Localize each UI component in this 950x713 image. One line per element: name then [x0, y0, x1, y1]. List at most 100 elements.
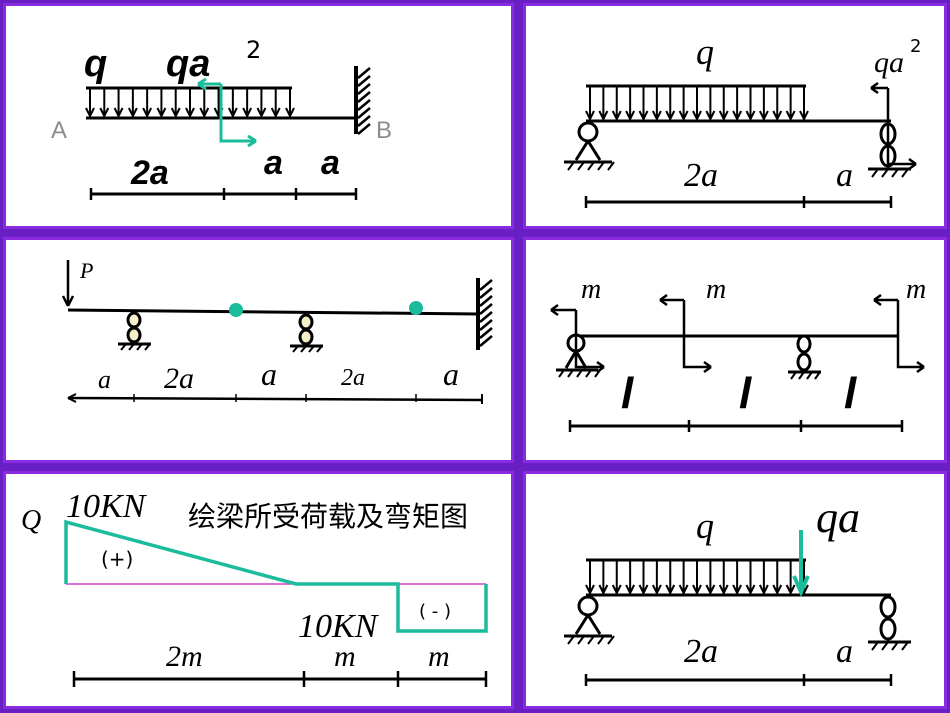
load-arrow — [785, 86, 796, 122]
load-arrow — [598, 560, 609, 596]
load-arrow — [692, 86, 702, 122]
load-arrow — [270, 88, 281, 119]
hatch-line — [357, 99, 371, 111]
load-arrow — [678, 86, 689, 122]
hatch-line — [357, 67, 371, 79]
label-qa2: qa — [166, 43, 210, 85]
load-arrow — [772, 560, 783, 596]
load-arrow — [745, 560, 756, 596]
load-arrow — [611, 560, 622, 596]
roller-support-2-icon — [290, 313, 323, 353]
beam-diagram-4: m m m l l l — [550, 274, 926, 432]
load-arrow — [651, 86, 662, 122]
couple-arrow-icon — [870, 81, 917, 171]
dim-label-2a: 2a — [130, 154, 169, 192]
load-arrow — [85, 88, 95, 119]
hatch-line — [479, 287, 493, 299]
label-qa2-exponent: 2 — [246, 36, 261, 64]
load-arrow — [785, 560, 796, 596]
dim-label-a: a — [836, 633, 853, 670]
couple-1-arrow-icon — [550, 303, 605, 374]
dim-label-2m: 2m — [166, 640, 203, 673]
label-p: P — [79, 258, 93, 283]
load-arrow — [772, 86, 783, 122]
label-m-3: m — [906, 274, 926, 305]
wall-hatch — [357, 67, 371, 135]
pin-support-icon — [564, 121, 615, 171]
dim-label-m-1: m — [334, 640, 356, 673]
load-arrow — [99, 88, 110, 119]
distributed-load-arrows — [585, 560, 809, 596]
label-q: q — [696, 32, 714, 72]
load-arrow — [611, 86, 622, 122]
label-q: q — [84, 43, 107, 85]
point-load-arrow-icon — [61, 260, 75, 307]
label-qa2-exponent: 2 — [910, 36, 921, 57]
load-arrow — [625, 560, 636, 596]
load-arrow — [585, 86, 595, 122]
shear-curve — [64, 519, 488, 633]
diagram-panel-6: q qa 2a a — [523, 471, 947, 709]
couple-2-arrow-icon — [659, 293, 712, 374]
hatch-line — [479, 295, 493, 307]
roller-support-1-icon — [118, 311, 151, 351]
beam-diagram-1: q qa 2 A B 2a a a — [51, 36, 392, 200]
load-arrow — [156, 88, 167, 119]
beam-diagram-6: q qa 2a a — [564, 493, 911, 686]
point-b-label: B — [376, 117, 392, 144]
wall-hatch — [479, 279, 493, 347]
load-arrow — [758, 560, 769, 596]
diagram-panel-5: Q 10KN 绘梁所受荷载及弯矩图 (+) 10KN ( - ) 2m m m — [3, 471, 514, 709]
sign-plus: (+) — [101, 547, 133, 571]
load-arrow — [585, 560, 595, 596]
load-arrow — [142, 88, 153, 119]
dim-label-2a-1: 2a — [164, 362, 194, 395]
dim-label-a: a — [836, 157, 853, 194]
diagram-panel-4: m m m l l l — [523, 237, 947, 463]
hatch-line — [479, 303, 493, 315]
load-arrow — [665, 560, 676, 596]
value-top-10kn: 10KN — [66, 488, 148, 525]
dim-label-l-1: l — [621, 369, 634, 418]
dim-label-a-3: a — [443, 356, 459, 392]
sign-minus: ( - ) — [419, 601, 451, 622]
load-arrow — [705, 86, 716, 122]
axis-label-q: Q — [21, 505, 41, 536]
hinge-2-icon — [409, 301, 423, 315]
load-arrow — [745, 86, 756, 122]
label-qa: qa — [816, 493, 860, 542]
label-m-1: m — [581, 274, 601, 305]
hatch-line — [479, 319, 493, 331]
dim-label-l-3: l — [844, 369, 857, 418]
label-m-2: m — [706, 274, 726, 305]
pin-support-icon — [564, 595, 615, 645]
load-arrow — [732, 560, 743, 596]
beam-diagram-2: q qa 2 2a a — [564, 32, 921, 208]
load-arrow — [758, 86, 769, 122]
load-arrow — [199, 88, 210, 119]
dim-label-a-1: a — [264, 144, 283, 182]
distributed-load-arrows — [85, 88, 295, 119]
hatch-line — [357, 75, 371, 87]
pin-support-icon — [556, 333, 601, 378]
hatch-line — [357, 83, 371, 95]
load-arrow — [718, 86, 729, 122]
load-arrow — [638, 86, 649, 122]
value-bottom-10kn: 10KN — [298, 608, 380, 645]
diagram-panel-2: q qa 2 2a a — [523, 3, 947, 229]
roller-support-icon — [868, 122, 911, 178]
shear-diagram: Q 10KN 绘梁所受荷载及弯矩图 (+) 10KN ( - ) 2m m m — [21, 488, 488, 687]
load-arrow — [705, 560, 716, 596]
dimension-line — [67, 396, 483, 402]
load-arrow — [242, 88, 253, 119]
load-arrow — [256, 88, 267, 119]
hatch-line — [357, 115, 371, 127]
hatch-line — [357, 91, 371, 103]
load-arrow — [285, 88, 295, 119]
hatch-line — [357, 123, 371, 135]
dim-label-2a-2: 2a — [341, 365, 365, 391]
hatch-line — [479, 311, 493, 323]
dim-label-l-2: l — [739, 369, 752, 418]
roller-support-icon — [868, 595, 911, 651]
hatch-line — [479, 335, 493, 347]
